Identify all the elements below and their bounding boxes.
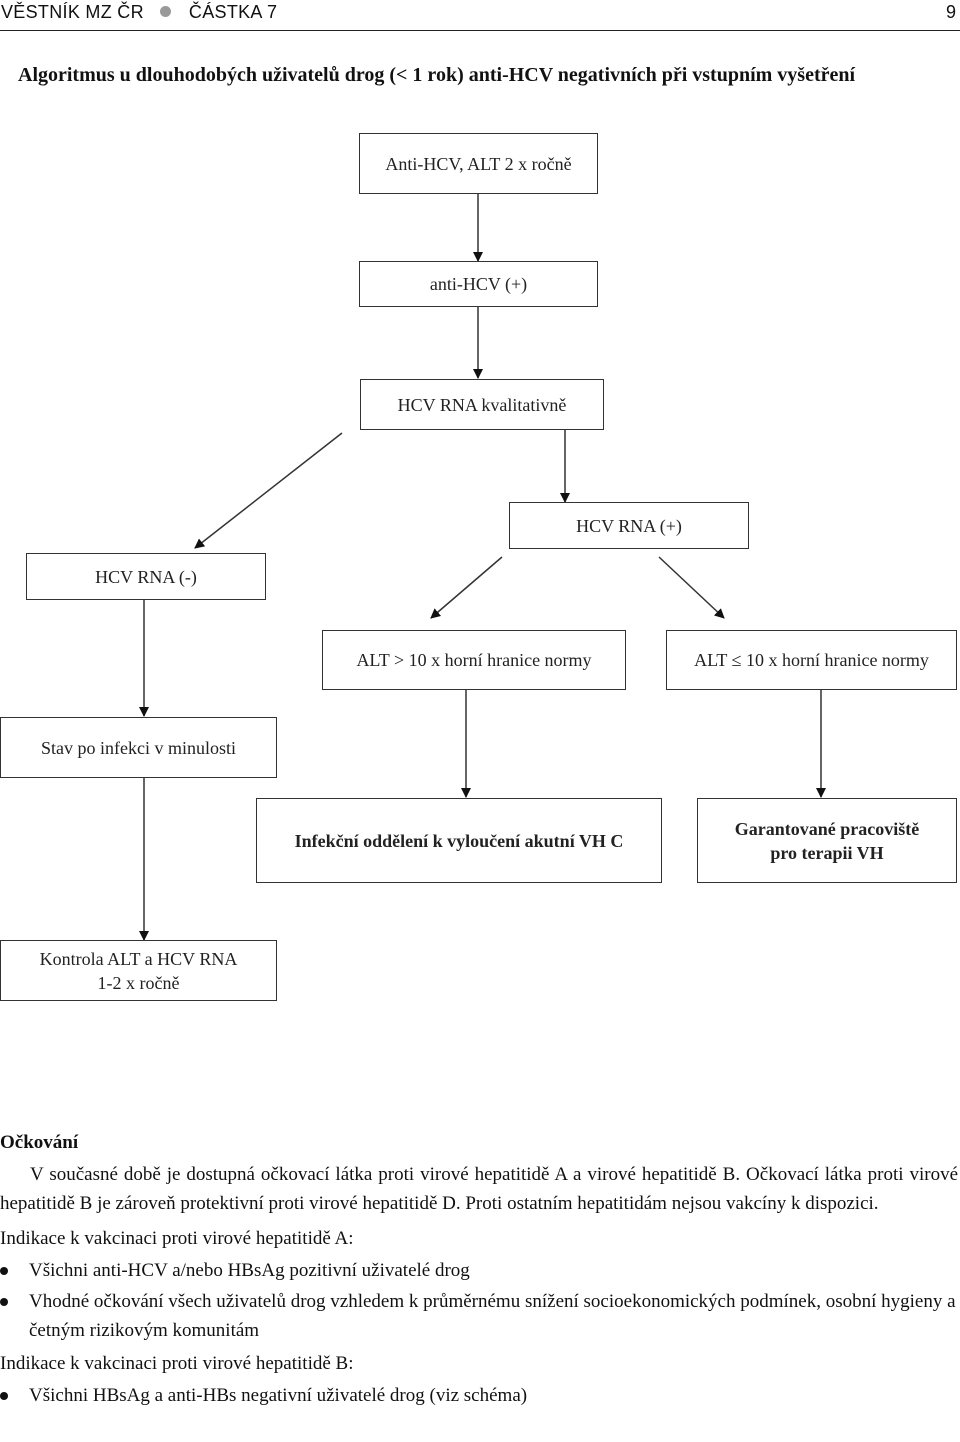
arrow-to-hcv-rna-neg	[194, 432, 343, 549]
bullet-icon	[0, 1392, 8, 1400]
separator-dot-icon	[159, 6, 171, 17]
running-header: VĚSTNÍK MZ ČR ČÁSTKA 7	[1, 2, 277, 23]
box-alt-less-equal: ALT ≤ 10 x horní hranice normy	[666, 630, 957, 690]
vaccination-intro: V současné době je dostupná očkovací lát…	[0, 1164, 958, 1214]
flowchart-arrows	[139, 194, 826, 941]
box-anti-hcv-alt: Anti-HCV, ALT 2 x ročně	[359, 133, 598, 194]
issue-part: ČÁSTKA 7	[188, 2, 278, 22]
arrow-to-alt-le	[658, 556, 725, 619]
list-item: Vhodné očkování všech uživatelů drog vzh…	[0, 1287, 958, 1345]
indication-b-list: Všichni HBsAg a anti-HBs negativní uživa…	[0, 1381, 958, 1410]
vaccination-section: Očkování V současné době je dostupná očk…	[0, 1130, 958, 1414]
page-header: VĚSTNÍK MZ ČR ČÁSTKA 7 9	[0, 0, 960, 31]
journal-name: VĚSTNÍK MZ ČR	[1, 2, 144, 22]
section-heading: Očkování	[0, 1132, 79, 1153]
indication-a-label: Indikace k vakcinaci proti virové hepati…	[0, 1228, 354, 1249]
box-guaranteed-center: Garantované pracoviště pro terapii VH	[697, 798, 957, 883]
box-hcv-rna-negative: HCV RNA (-)	[26, 553, 266, 600]
bullet-icon	[0, 1267, 8, 1275]
indication-b-label: Indikace k vakcinaci proti virové hepati…	[0, 1353, 354, 1374]
box-infectious-department: Infekční oddělení k vyloučení akutní VH …	[256, 798, 662, 883]
list-item: Všichni anti-HCV a/nebo HBsAg pozitivní …	[0, 1256, 958, 1285]
box-past-infection: Stav po infekci v minulosti	[0, 717, 277, 778]
arrow-to-alt-gt	[430, 556, 503, 619]
box-control-alt-hcv: Kontrola ALT a HCV RNA 1-2 x ročně	[0, 940, 277, 1001]
box-alt-greater: ALT > 10 x horní hranice normy	[322, 630, 626, 690]
page-number: 9	[945, 2, 956, 22]
list-item: Všichni HBsAg a anti-HBs negativní uživa…	[0, 1381, 958, 1410]
indication-a-list: Všichni anti-HCV a/nebo HBsAg pozitivní …	[0, 1256, 958, 1345]
box-hcv-rna-positive: HCV RNA (+)	[509, 502, 749, 549]
bullet-icon	[0, 1298, 8, 1306]
header-rule	[0, 30, 960, 31]
page-title: Algoritmus u dlouhodobých uživatelů drog…	[18, 64, 856, 86]
box-hcv-rna-qualitative: HCV RNA kvalitativně	[360, 379, 604, 430]
box-anti-hcv-positive: anti-HCV (+)	[359, 261, 598, 307]
